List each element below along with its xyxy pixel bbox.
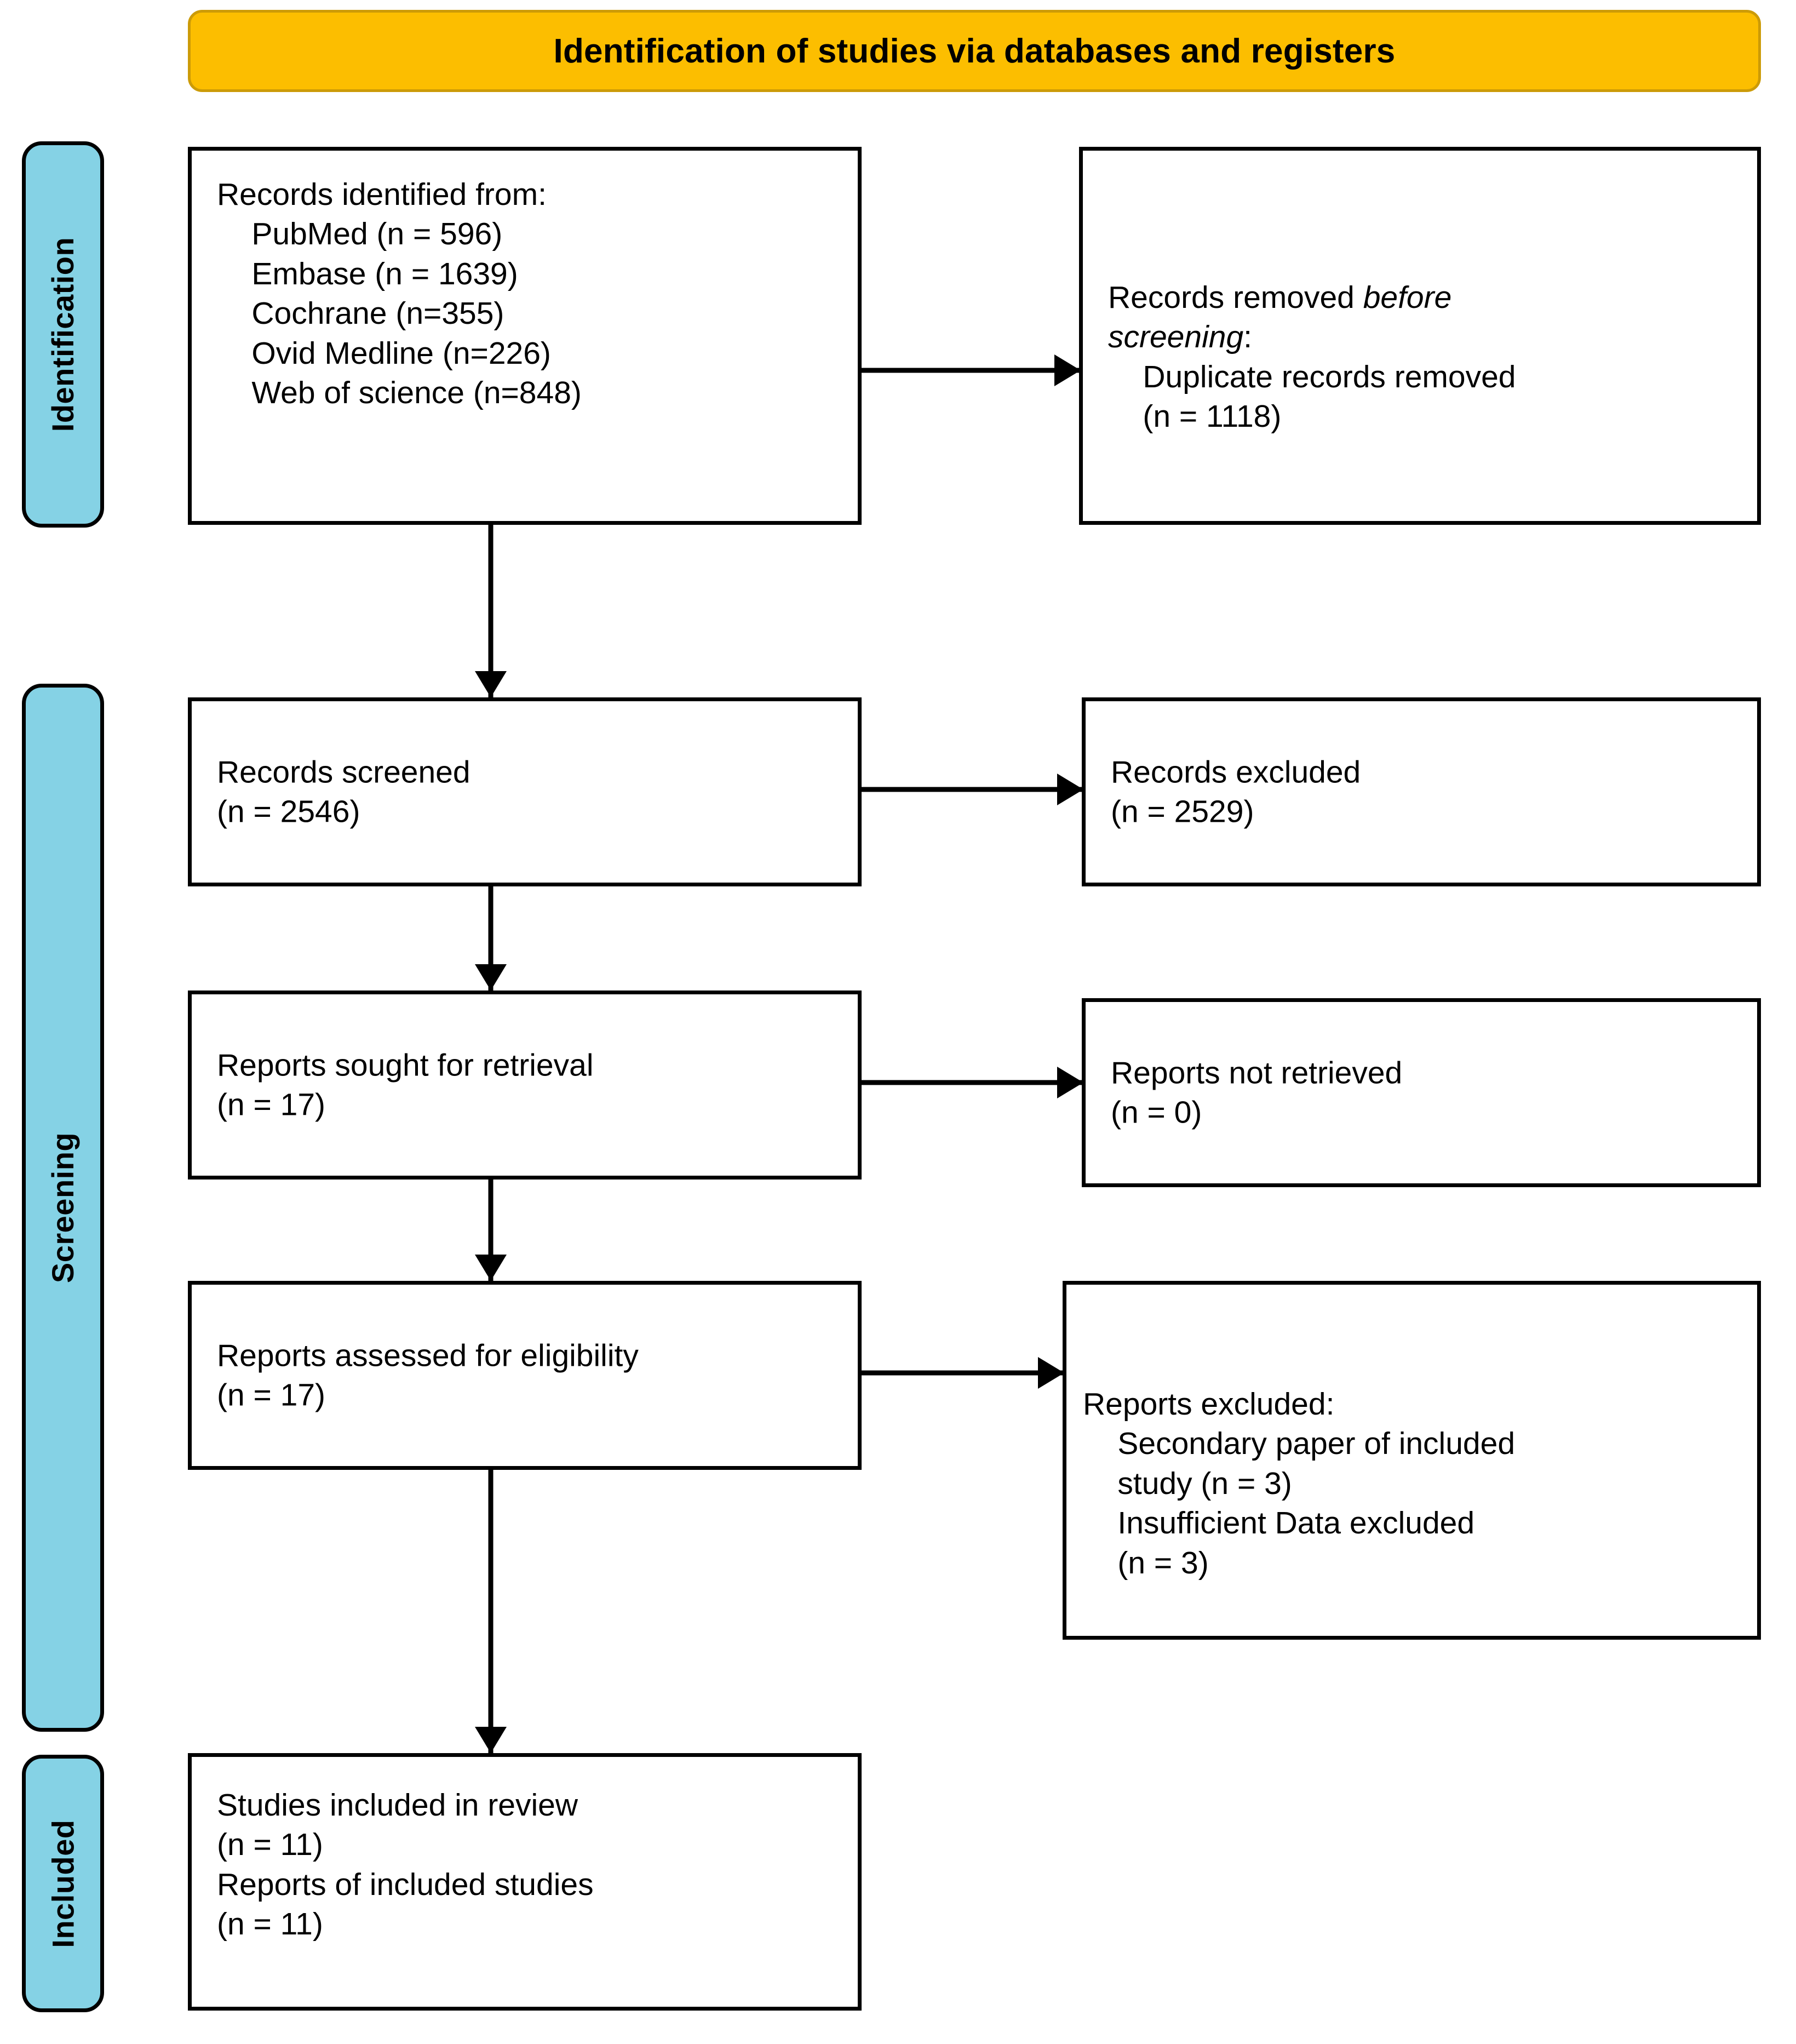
records-removed-line2: : Duplicate records removed (n = 1118) [1143,319,1516,434]
header-banner: Identification of studies via databases … [188,10,1761,92]
page-title: Identification of studies via databases … [553,32,1396,70]
flow-box-records-excluded: Records excluded (n = 2529) [1082,697,1761,886]
flow-box-studies-included: Studies included in review (n = 11) Repo… [188,1753,862,2011]
flow-box-reports-excluded: Reports excluded: Secondary paper of inc… [1063,1281,1761,1640]
arrow-head-icon [475,671,507,697]
arrow-screened-to-excluded [862,772,1083,806]
records-removed-text: Records removed before screening: Duplica… [1108,278,1743,437]
reports-not-retrieved-text: Reports not retrieved (n = 0) [1111,1055,1403,1130]
reports-excluded-text: Reports excluded: Secondary paper of inc… [1083,1387,1516,1581]
arrow-head-icon [1054,354,1081,386]
flow-box-reports-assessed: Reports assessed for eligibility (n = 17… [188,1281,862,1470]
flow-box-reports-sought: Reports sought for retrieval (n = 17) [188,990,862,1180]
stage-label-identification: Identification [45,237,81,432]
stage-label-included: Included [45,1819,81,1948]
stage-sidebar-identification: Identification [22,141,104,528]
arrow-shaft [488,525,494,697]
arrow-identified-to-removed [862,353,1081,387]
records-excluded-text: Records excluded (n = 2529) [1111,754,1361,829]
reports-sought-text: Reports sought for retrieval (n = 17) [217,1047,594,1123]
flow-box-records-screened: Records screened (n = 2546) [188,697,862,886]
studies-included-text: Studies included in review (n = 11) Repo… [217,1788,594,1942]
arrow-head-icon [475,1727,507,1753]
records-removed-italic-screening: screening [1108,319,1244,355]
arrow-shaft [862,787,1083,792]
arrow-head-icon [475,964,507,990]
arrow-assessed-to-reports-excluded [862,1356,1064,1390]
arrow-shaft [488,1180,494,1281]
arrow-shaft [862,1370,1064,1376]
stage-sidebar-included: Included [22,1755,104,2012]
arrow-sought-to-not-retrieved [862,1066,1083,1100]
arrow-shaft [862,368,1081,373]
arrow-head-icon [1038,1357,1064,1389]
arrow-screened-to-sought [474,886,508,990]
arrow-sought-to-assessed [474,1180,508,1281]
arrow-identified-to-screened [474,525,508,697]
records-removed-line1: Records removed [1108,280,1363,315]
records-screened-text: Records screened (n = 2546) [217,754,470,829]
arrow-shaft [488,886,494,990]
reports-assessed-text: Reports assessed for eligibility (n = 17… [217,1338,639,1413]
records-identified-text: Records identified from: PubMed (n = 596… [217,177,582,410]
arrow-head-icon [1057,1067,1083,1098]
flow-box-records-removed: Records removed before screening: Duplica… [1079,147,1761,525]
arrow-shaft [488,1470,494,1753]
stage-label-screening: Screening [45,1132,81,1284]
flow-box-records-identified: Records identified from: PubMed (n = 596… [188,147,862,525]
arrow-head-icon [475,1255,507,1281]
stage-sidebar-screening: Screening [22,684,104,1732]
arrow-shaft [862,1080,1083,1085]
flow-box-reports-not-retrieved: Reports not retrieved (n = 0) [1082,998,1761,1187]
arrow-assessed-to-included [474,1470,508,1753]
arrow-head-icon [1057,774,1083,805]
records-removed-italic-before: before [1363,280,1452,315]
